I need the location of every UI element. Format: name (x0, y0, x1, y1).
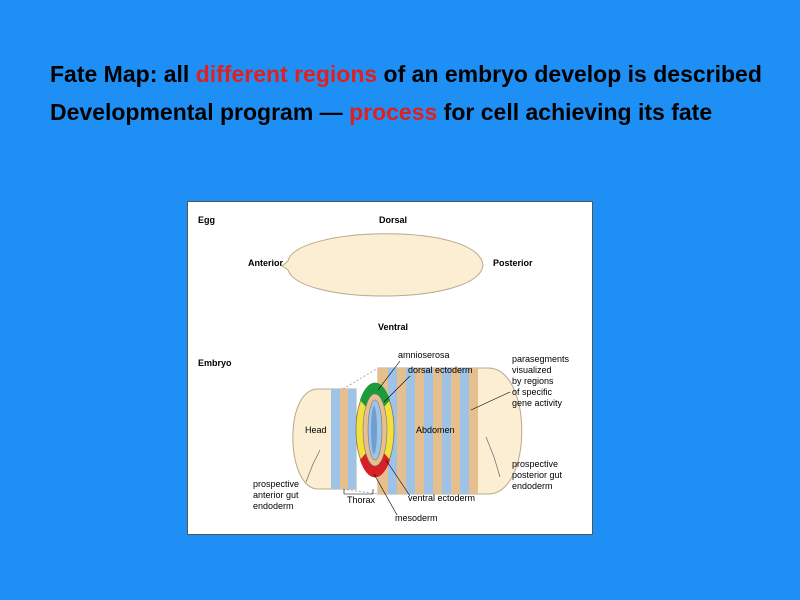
bullet-list: Fate Map: all different regions of an em… (50, 58, 770, 134)
dorsal-ectoderm-label: dorsal ectoderm (408, 365, 473, 375)
fate-map-colon: : all (149, 61, 196, 87)
thorax-bracket (343, 489, 374, 495)
developmental-program-term: Developmental program — (50, 99, 350, 125)
parasegments-line-4: of specific (512, 387, 553, 397)
ventral-label: Ventral (378, 322, 408, 332)
parasegments-line-3: by regions (512, 376, 554, 386)
ventral-ectoderm-label: ventral ectoderm (408, 493, 475, 503)
mesoderm-label: mesoderm (395, 513, 438, 523)
bullet-fate-map: Fate Map: all different regions of an em… (50, 58, 770, 90)
prospective-posterior-line-3: endoderm (512, 481, 553, 491)
posterior-label: Posterior (493, 258, 533, 268)
amnioserosa-label: amnioserosa (398, 350, 450, 360)
parasegments-line-1: parasegments (512, 354, 570, 364)
embryo-anterior-part (292, 388, 357, 490)
fate-map-diagram: Egg Dorsal Anterior Posterior Ventral Em… (198, 215, 570, 523)
prospective-posterior-line-1: prospective (512, 459, 558, 469)
head-label: Head (305, 425, 327, 435)
anterior-label: Anterior (248, 258, 284, 268)
dorsal-label: Dorsal (379, 215, 407, 225)
parasegments-line-2: visualized (512, 365, 552, 375)
prospective-anterior-line-3: endoderm (253, 501, 294, 511)
fate-map-term: Fate Map (50, 61, 150, 87)
prospective-anterior-line-1: prospective (253, 479, 299, 489)
embryo-label: Embryo (198, 358, 232, 368)
fate-map-rest: of an embryo develop is described (377, 61, 762, 87)
prospective-anterior-line-2: anterior gut (253, 490, 299, 500)
parasegments-line-5: gene activity (512, 398, 563, 408)
bullet-developmental-program: Developmental program — process for cell… (50, 96, 770, 128)
developmental-program-rest: for cell achieving its fate (437, 99, 713, 125)
prospective-posterior-line-2: posterior gut (512, 470, 563, 480)
thorax-label: Thorax (347, 495, 376, 505)
abdomen-label: Abdomen (416, 425, 455, 435)
fate-map-figure: Egg Dorsal Anterior Posterior Ventral Em… (187, 201, 593, 535)
different-regions-highlight: different regions (195, 61, 378, 87)
egg-label: Egg (198, 215, 215, 225)
process-highlight: process (349, 99, 438, 125)
cross-section (355, 382, 395, 478)
egg-shape (281, 233, 484, 297)
